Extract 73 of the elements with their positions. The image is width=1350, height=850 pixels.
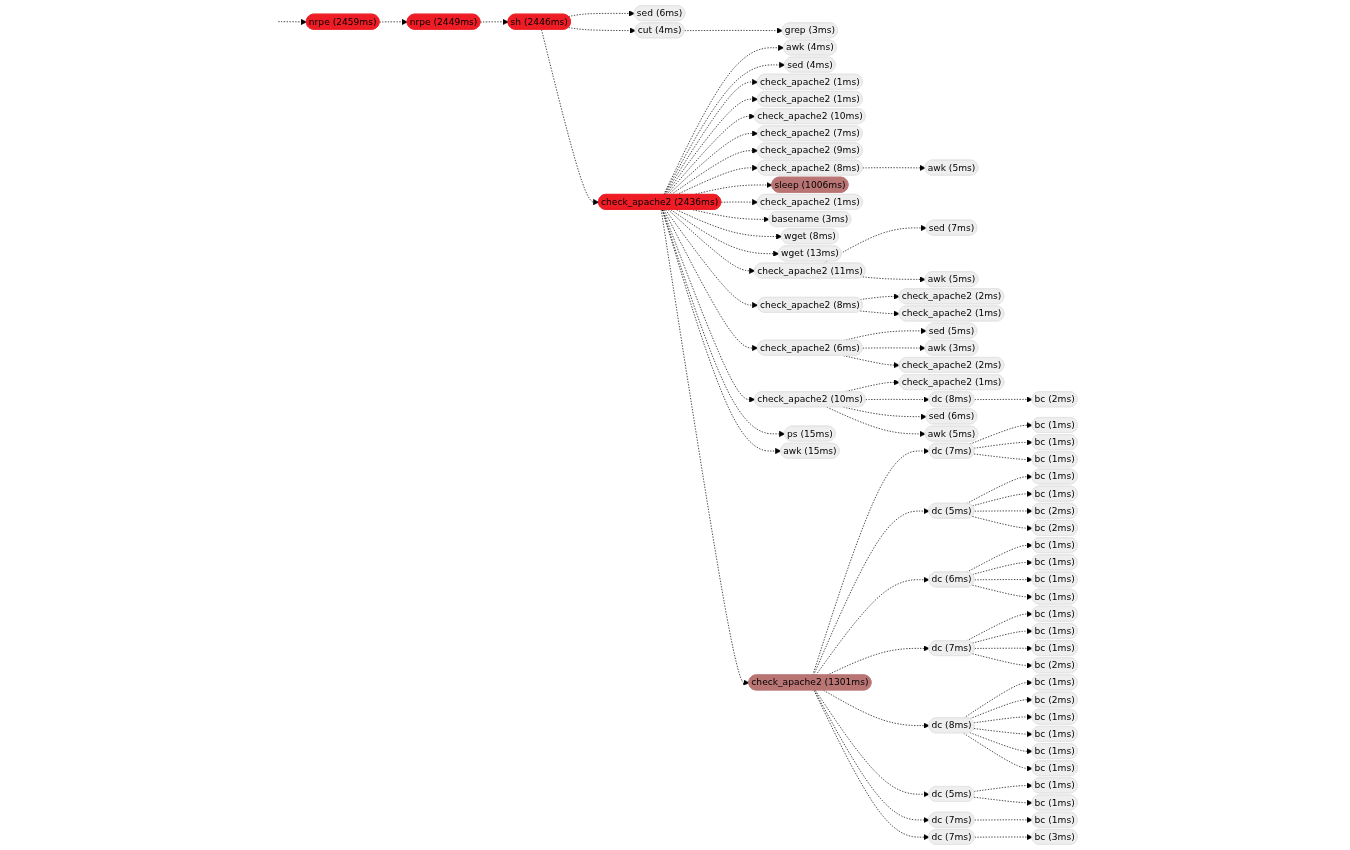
process-ellipse: check_apache2 (7ms) <box>757 125 863 142</box>
process-ellipse: bc (1ms) <box>1031 726 1078 742</box>
process-ellipse: bc (1ms) <box>1031 588 1078 605</box>
process-ellipse: check_apache2 (1ms) <box>757 73 863 90</box>
process-ellipse: bc (1ms) <box>1031 485 1078 502</box>
process-ellipse: sh (2446ms) <box>507 13 571 30</box>
process-ellipse: bc (1ms) <box>1031 571 1078 588</box>
process-ellipse: check_apache2 (6ms) <box>757 339 863 356</box>
process-ellipse: wget (8ms) <box>781 228 839 245</box>
process-ellipse: dc (5ms) <box>928 502 975 519</box>
process-ellipse: bc (1ms) <box>1031 777 1078 794</box>
process-ellipse: bc (1ms) <box>1031 640 1078 656</box>
process-ellipse: bc (2ms) <box>1031 502 1078 519</box>
process-ellipse: bc (1ms) <box>1031 468 1078 485</box>
process-ellipse: bc (1ms) <box>1031 417 1078 433</box>
process-ellipse: bc (2ms) <box>1031 691 1078 708</box>
process-ellipse: check_apache2 (10ms) <box>754 108 866 124</box>
process-ellipse: dc (7ms) <box>928 442 975 459</box>
process-ellipse: sed (4ms) <box>784 56 836 73</box>
process-ellipse: wget (13ms) <box>778 245 842 262</box>
process-ellipse: check_apache2 (2ms) <box>898 357 1005 373</box>
process-ellipse: bc (1ms) <box>1031 434 1078 451</box>
process-ellipse: awk (5ms) <box>924 159 979 176</box>
process-ellipse: dc (6ms) <box>928 571 975 588</box>
process-ellipse: bc (1ms) <box>1031 554 1078 571</box>
process-ellipse: bc (1ms) <box>1031 760 1078 777</box>
process-ellipse: dc (7ms) <box>928 640 975 656</box>
process-ellipse: check_apache2 (1ms) <box>757 91 863 107</box>
process-ellipse: bc (3ms) <box>1031 829 1078 845</box>
process-ellipse: awk (3ms) <box>924 339 979 356</box>
process-ellipse: dc (8ms) <box>928 391 975 408</box>
process-ellipse: check_apache2 (8ms) <box>757 297 863 313</box>
process-ellipse: bc (2ms) <box>1031 520 1078 536</box>
process-ellipse: nrpe (2459ms) <box>305 13 380 30</box>
process-ellipse: bc (1ms) <box>1031 605 1078 622</box>
process-ellipse: sed (6ms) <box>925 408 978 425</box>
process-ellipse: sed (5ms) <box>925 322 978 339</box>
process-ellipse: cut (4ms) <box>634 22 685 39</box>
process-ellipse: check_apache2 (2436ms) <box>598 194 722 210</box>
process-ellipse: nrpe (2449ms) <box>406 13 481 30</box>
process-ellipse: sed (7ms) <box>925 219 978 236</box>
process-ellipse: sed (6ms) <box>633 5 686 21</box>
process-ellipse: check_apache2 (1ms) <box>898 374 1005 390</box>
process-ellipse: bc (1ms) <box>1031 623 1078 639</box>
process-ellipse: dc (5ms) <box>928 786 975 802</box>
process-ellipse: check_apache2 (11ms) <box>754 262 866 279</box>
process-ellipse: bc (1ms) <box>1031 743 1078 759</box>
process-ellipse: dc (7ms) <box>928 811 975 828</box>
process-ellipse: check_apache2 (9ms) <box>757 142 863 159</box>
process-ellipse: dc (7ms) <box>928 829 975 845</box>
process-ellipse: bc (1ms) <box>1031 811 1078 828</box>
process-ellipse: grep (3ms) <box>781 22 838 39</box>
process-ellipse: basename (3ms) <box>768 211 852 227</box>
process-ellipse: bc (2ms) <box>1031 391 1078 408</box>
process-ellipse: check_apache2 (1ms) <box>898 305 1005 322</box>
process-ellipse: awk (4ms) <box>783 39 837 56</box>
process-ellipse: sleep (1006ms) <box>771 176 849 193</box>
process-ellipse: check_apache2 (1ms) <box>757 194 863 210</box>
process-ellipse: bc (1ms) <box>1031 794 1078 811</box>
process-ellipse: awk (5ms) <box>924 271 979 287</box>
process-ellipse: ps (15ms) <box>784 425 836 442</box>
process-ellipse: bc (2ms) <box>1031 657 1078 674</box>
process-ellipse: bc (1ms) <box>1031 537 1078 553</box>
process-ellipse: check_apache2 (2ms) <box>898 288 1005 305</box>
process-ellipse: bc (1ms) <box>1031 674 1078 691</box>
process-ellipse: bc (1ms) <box>1031 708 1078 725</box>
process-ellipse: check_apache2 (8ms) <box>757 159 863 176</box>
process-ellipse: awk (15ms) <box>780 442 840 459</box>
process-ellipse: awk (5ms) <box>924 425 979 442</box>
process-ellipse: check_apache2 (1301ms) <box>748 674 872 691</box>
process-ellipse: dc (8ms) <box>928 717 975 734</box>
process-ellipse: bc (1ms) <box>1031 451 1078 468</box>
process-ellipse: check_apache2 (10ms) <box>754 391 866 408</box>
